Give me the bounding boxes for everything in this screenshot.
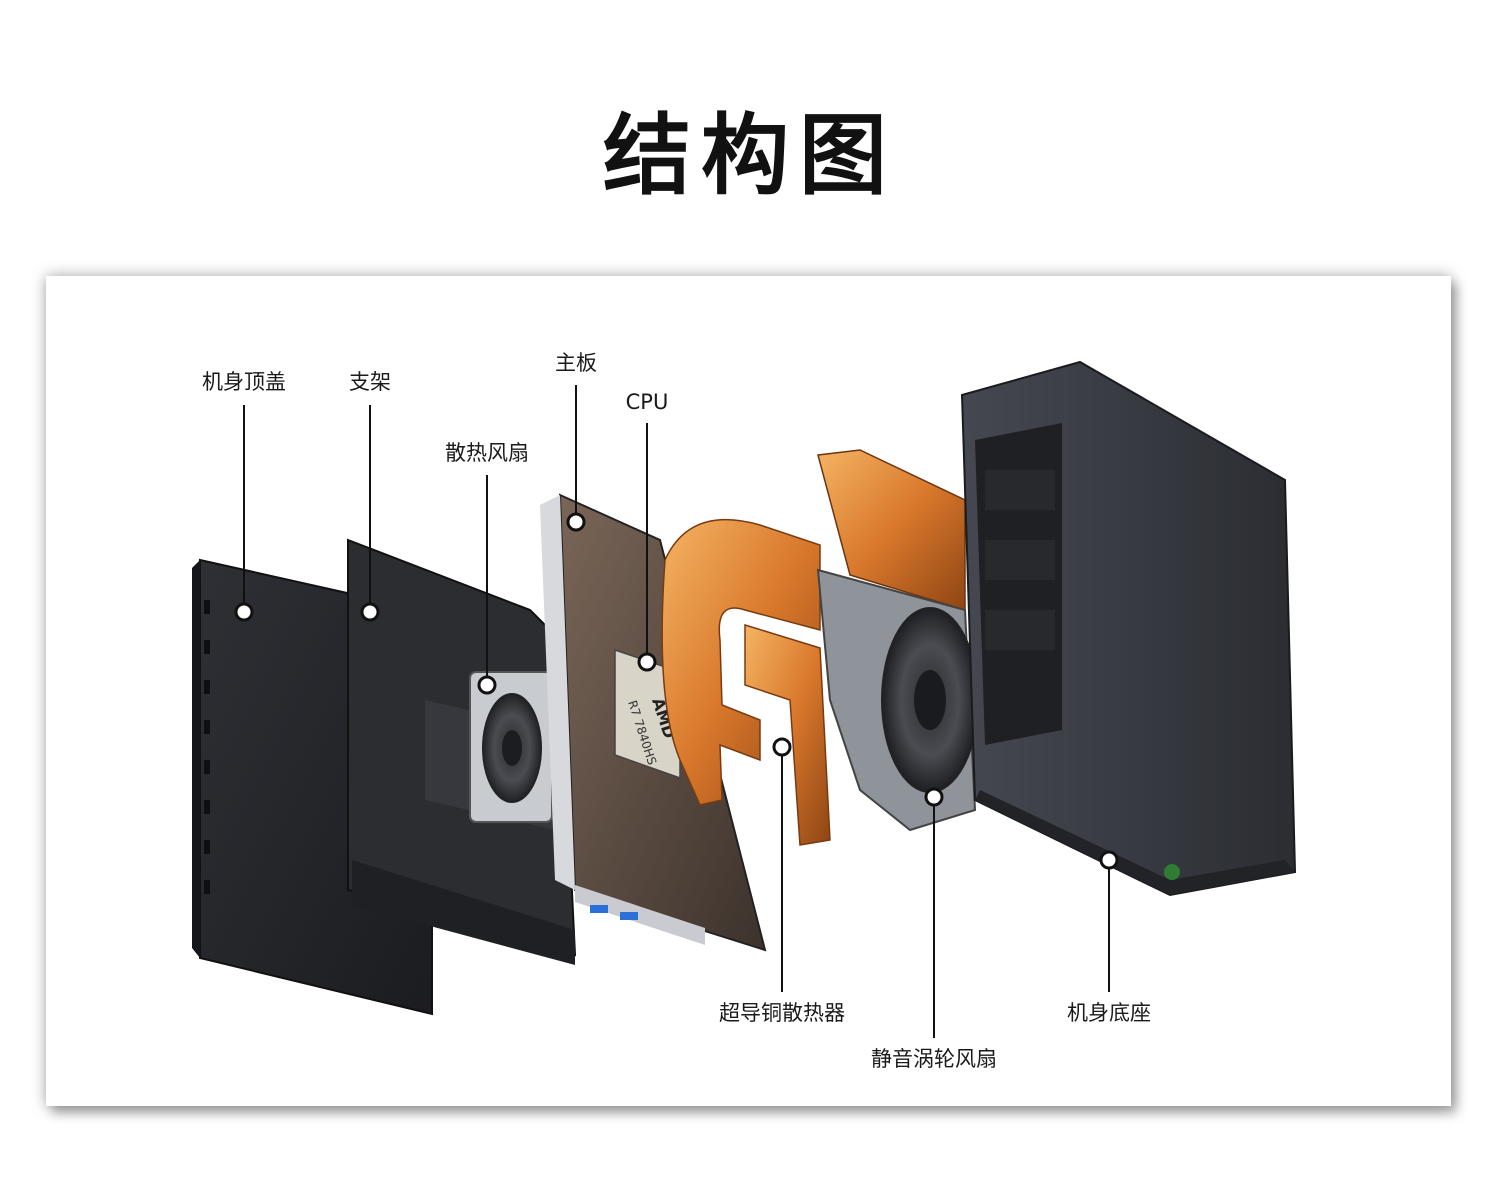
leader-lines <box>243 385 1110 1038</box>
turbo-fan-part <box>816 449 979 832</box>
copper-heatsink-part <box>661 518 831 846</box>
label-top-cover: 机身顶盖 <box>202 370 286 394</box>
callout-dot-motherboard <box>566 512 586 532</box>
label-chassis-base: 机身底座 <box>1067 1001 1151 1025</box>
callout-dot-copper-heatsink <box>772 737 792 757</box>
chassis-base-part <box>960 360 1297 897</box>
label-bracket: 支架 <box>349 370 391 394</box>
callout-dot-turbo-fan <box>924 787 944 807</box>
callout-dot-cpu <box>637 652 657 672</box>
label-turbo-fan: 静音涡轮风扇 <box>871 1047 997 1071</box>
label-copper-heatsink: 超导铜散热器 <box>719 1001 845 1025</box>
label-cpu: CPU <box>625 390 669 414</box>
label-cooling-fan: 散热风扇 <box>445 441 529 465</box>
cooling-fan-part <box>469 671 553 823</box>
label-motherboard: 主板 <box>555 351 597 375</box>
callout-dot-bracket <box>360 602 380 622</box>
callout-dot-cooling-fan <box>477 675 497 695</box>
page-title: 结构图 <box>602 104 897 207</box>
callout-dot-chassis-base <box>1099 850 1119 870</box>
callout-dots <box>234 512 1119 870</box>
callout-dot-top-cover <box>234 602 254 622</box>
